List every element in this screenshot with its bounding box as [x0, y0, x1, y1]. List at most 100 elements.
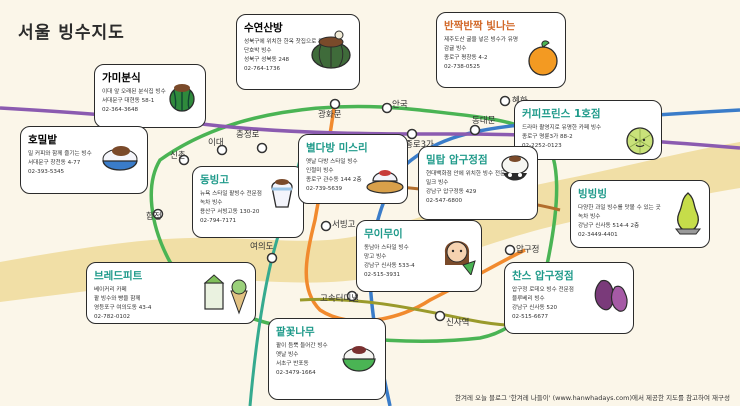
shop-phone: 02-794-7171: [200, 218, 237, 224]
shop-name: 반짝반짝 빛나는: [444, 20, 516, 32]
girl-icon: [444, 241, 476, 275]
station-sinsa: 신사역: [446, 318, 470, 328]
shop-callout-patkkotnamu[interactable]: 팥꽃나무 팥이 듬뿍 들어간 빙수 옛날 빙수 서초구 반포동 02-3479-…: [268, 318, 386, 400]
shop-callout-dongbinggo[interactable]: 동빙고 뉴욕 스타일 팥빙수 전문점 녹차 빙수 용산구 서빙고동 130-20…: [192, 166, 304, 238]
shop-phone: 02-738-0525: [444, 64, 481, 70]
station-dot: [406, 128, 418, 140]
pumpkin-icon: [311, 30, 351, 69]
shop-name: 별다방 미스리: [306, 142, 368, 154]
shop-name: 찬스 압구정점: [512, 270, 574, 282]
shop-desc: 현대백화점 안에 위치한 빙수 전문점: [426, 171, 511, 177]
shop-phone: 02-2252-0123: [522, 143, 562, 149]
station-chungjeongno: 충정로: [236, 130, 260, 140]
station-jongno3ga: 종로3가: [405, 140, 434, 150]
shop-menu: 밀크 빙수: [426, 180, 449, 186]
station-ewha: 이대: [208, 138, 224, 148]
station-dongdaemun: 동대문: [472, 116, 496, 126]
station-sinchon: 신촌: [170, 151, 186, 161]
shop-name: 수연산방: [244, 22, 283, 34]
station-dot: [469, 124, 481, 136]
station-seobinggo: 서빙고: [332, 220, 356, 230]
shop-name: 팥꽃나무: [276, 326, 315, 338]
shop-name: 빙빙빙: [578, 188, 607, 200]
shop-menu: 녹차 빙수: [200, 200, 223, 206]
shop-desc: 옛날 다방 스타일 빙수: [306, 159, 358, 165]
shop-desc: 팥이 듬뿍 들어간 빙수: [276, 343, 328, 349]
pear-icon: [674, 192, 702, 235]
shop-callout-coffeeprince[interactable]: 커피프린스 1호점 드라마 촬영지로 유명한 카페 빙수 종로구 명륜3가 88…: [514, 100, 662, 160]
shop-address: 종로구 명륜3가 88-2: [522, 134, 573, 140]
shop-callout-bingbingbing[interactable]: 빙빙빙 다양한 과일 빙수를 맛볼 수 있는 곳 녹차 빙수 강남구 신사동 5…: [570, 180, 710, 248]
shop-callout-muimui[interactable]: 무이무이 동남아 스타일 빙수 망고 빙수 강남구 신사동 533-4 02-5…: [356, 220, 482, 292]
shop-desc: 드라마 촬영지로 유명한 카페 빙수: [522, 125, 602, 131]
bingsu-bowl-icon: [102, 146, 138, 171]
shop-name: 호밀밭: [28, 134, 57, 146]
shop-desc: 성북구에 위치한 한옥 찻집으로 유명: [244, 39, 329, 45]
shop-address: 강남구 신사동 514-4 2층: [578, 223, 640, 229]
shop-phone: 02-739-5639: [306, 186, 343, 192]
shaved-ice-icon: [271, 179, 293, 208]
shop-name: 커피프린스 1호점: [522, 108, 601, 120]
shop-name: 가미분식: [102, 72, 141, 84]
shop-menu: 감귤 빙수: [444, 46, 467, 52]
shop-desc: 베이커리 카페: [94, 287, 127, 293]
source-credit: 한겨레 오늘 블로그 '한겨레 나들이' (www.hanwhadays.com…: [454, 394, 730, 402]
shop-address: 종로구 관수동 144 2층: [306, 177, 362, 183]
shop-menu: 인절미 빙수: [306, 168, 334, 174]
shop-phone: 02-764-1736: [244, 66, 281, 72]
shop-menu: 단호박 빙수: [244, 48, 272, 54]
shop-callout-chance[interactable]: 찬스 압구정점 압구정 로데오 빙수 전문점 블루베리 빙수 강남구 신사동 5…: [504, 262, 634, 334]
shop-desc: 다양한 과일 빙수를 맛볼 수 있는 곳: [578, 205, 661, 211]
station-dot: [499, 95, 511, 107]
shop-callout-banjjak[interactable]: 반짝반짝 빛나는 제주도산 귤을 넣은 빙수가 유명 감귤 빙수 종로구 평창동…: [436, 12, 566, 88]
shop-phone: 02-515-6677: [512, 314, 549, 320]
shop-desc: 이대 앞 오래된 분식집 빙수: [102, 89, 166, 95]
melon-icon: [626, 127, 654, 155]
shop-address: 강남구 신사동 520: [512, 305, 558, 311]
shop-name: 동빙고: [200, 174, 229, 186]
shop-name: 밀탑 압구정점: [426, 154, 488, 166]
milk-carton-icon: [203, 274, 248, 315]
station-anguk: 안국: [392, 100, 408, 110]
shop-phone: 02-3479-1664: [276, 370, 316, 376]
shop-desc: 압구정 로데오 빙수 전문점: [512, 287, 574, 293]
shop-callout-byeoldabang[interactable]: 별다방 미스리 옛날 다방 스타일 빙수 인절미 빙수 종로구 관수동 144 …: [298, 134, 408, 204]
station-dot: [320, 220, 332, 232]
shop-callout-miltap[interactable]: 밀탑 압구정점 현대백화점 안에 위치한 빙수 전문점 밀크 빙수 강남구 압구…: [418, 146, 538, 220]
station-hapjeong: 합정: [146, 212, 162, 222]
shop-phone: 02-515-3931: [364, 272, 401, 278]
shop-address: 영등포구 여의도동 43-4: [94, 305, 152, 311]
shop-callout-gamibunsik[interactable]: 가미분식 이대 앞 오래된 분식집 빙수 서대문구 대현동 58-1 02-36…: [94, 64, 206, 128]
shop-name: 무이무이: [364, 228, 403, 240]
station-dot: [216, 144, 228, 156]
shop-address: 서대문구 대현동 58-1: [102, 98, 155, 104]
shop-menu: 녹차 빙수: [578, 214, 601, 220]
shop-phone: 02-393-5345: [28, 169, 65, 175]
station-dot: [266, 252, 278, 264]
station-dot: [346, 290, 358, 302]
map-title: 서울 빙수지도: [18, 23, 125, 43]
shop-callout-suyeonsanbang[interactable]: 수연산방 성북구에 위치한 한옥 찻집으로 유명 단호박 빙수 성북구 성북동 …: [236, 14, 360, 90]
station-dot: [504, 244, 516, 256]
tangerine-icon: [528, 40, 558, 76]
shop-menu: 옛날 빙수: [276, 352, 299, 358]
shop-desc: 밀 커피와 함께 즐기는 빙수: [28, 151, 92, 157]
station-dot: [152, 208, 164, 220]
milk-bingsu-icon: [501, 155, 529, 181]
shop-address: 서초구 반포동: [276, 361, 309, 367]
shop-phone: 02-782-0102: [94, 314, 131, 320]
red-bean-bowl-icon: [342, 346, 376, 372]
shop-address: 성북구 성북동 248: [244, 57, 290, 63]
shop-address: 강남구 압구정동 429: [426, 189, 477, 195]
station-gosokteomineol: 고속터미널: [320, 294, 360, 304]
shop-callout-breadpitt[interactable]: 브레드피트 베이커리 카페 팥 빙수와 빵을 함께 영등포구 여의도동 43-4…: [86, 262, 256, 324]
shop-address: 서대문구 창천동 4-77: [28, 160, 81, 166]
shop-callout-homilbat[interactable]: 호밀밭 밀 커피와 함께 즐기는 빙수 서대문구 창천동 4-77 02-393…: [20, 126, 148, 194]
shop-menu: 팥 빙수와 빵을 함께: [94, 296, 141, 302]
bingsu-plate-icon: [366, 170, 404, 194]
shop-desc: 제주도산 귤을 넣은 빙수가 유명: [444, 37, 519, 43]
station-dot: [256, 142, 268, 154]
station-dot: [329, 98, 341, 110]
watermelon-icon: [169, 84, 195, 112]
